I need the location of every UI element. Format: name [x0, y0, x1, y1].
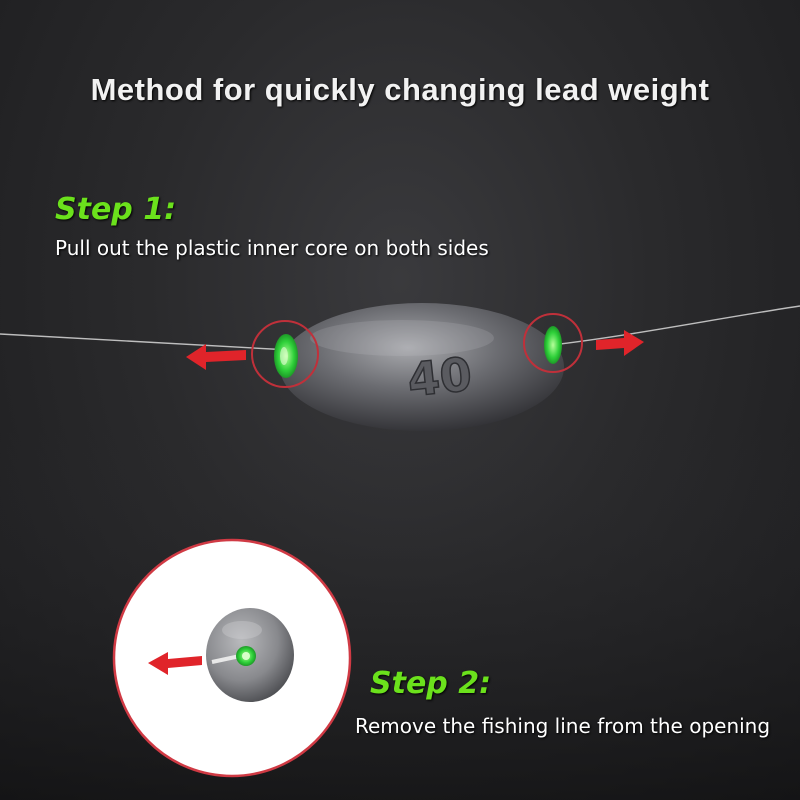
right-arrow-icon — [596, 330, 644, 356]
right-highlight-circle — [523, 313, 583, 373]
left-arrow-icon — [186, 344, 246, 370]
lead-sinker: 40 — [280, 303, 564, 431]
inset-arrow-icon — [148, 652, 202, 675]
step1-description: Pull out the plastic inner core on both … — [55, 236, 489, 260]
left-highlight-circle — [251, 320, 319, 388]
left-plastic-core — [274, 334, 298, 378]
step2-heading: Step 2: — [370, 666, 492, 701]
right-plastic-core — [544, 326, 562, 364]
sinker-label: 40 — [405, 347, 474, 407]
step1-heading: Step 1: — [55, 192, 177, 227]
floor-shade — [0, 430, 800, 800]
step2-description: Remove the fishing line from the opening — [355, 714, 771, 738]
step2-inset — [112, 538, 352, 778]
page-title: Method for quickly changing lead weight — [90, 72, 710, 107]
